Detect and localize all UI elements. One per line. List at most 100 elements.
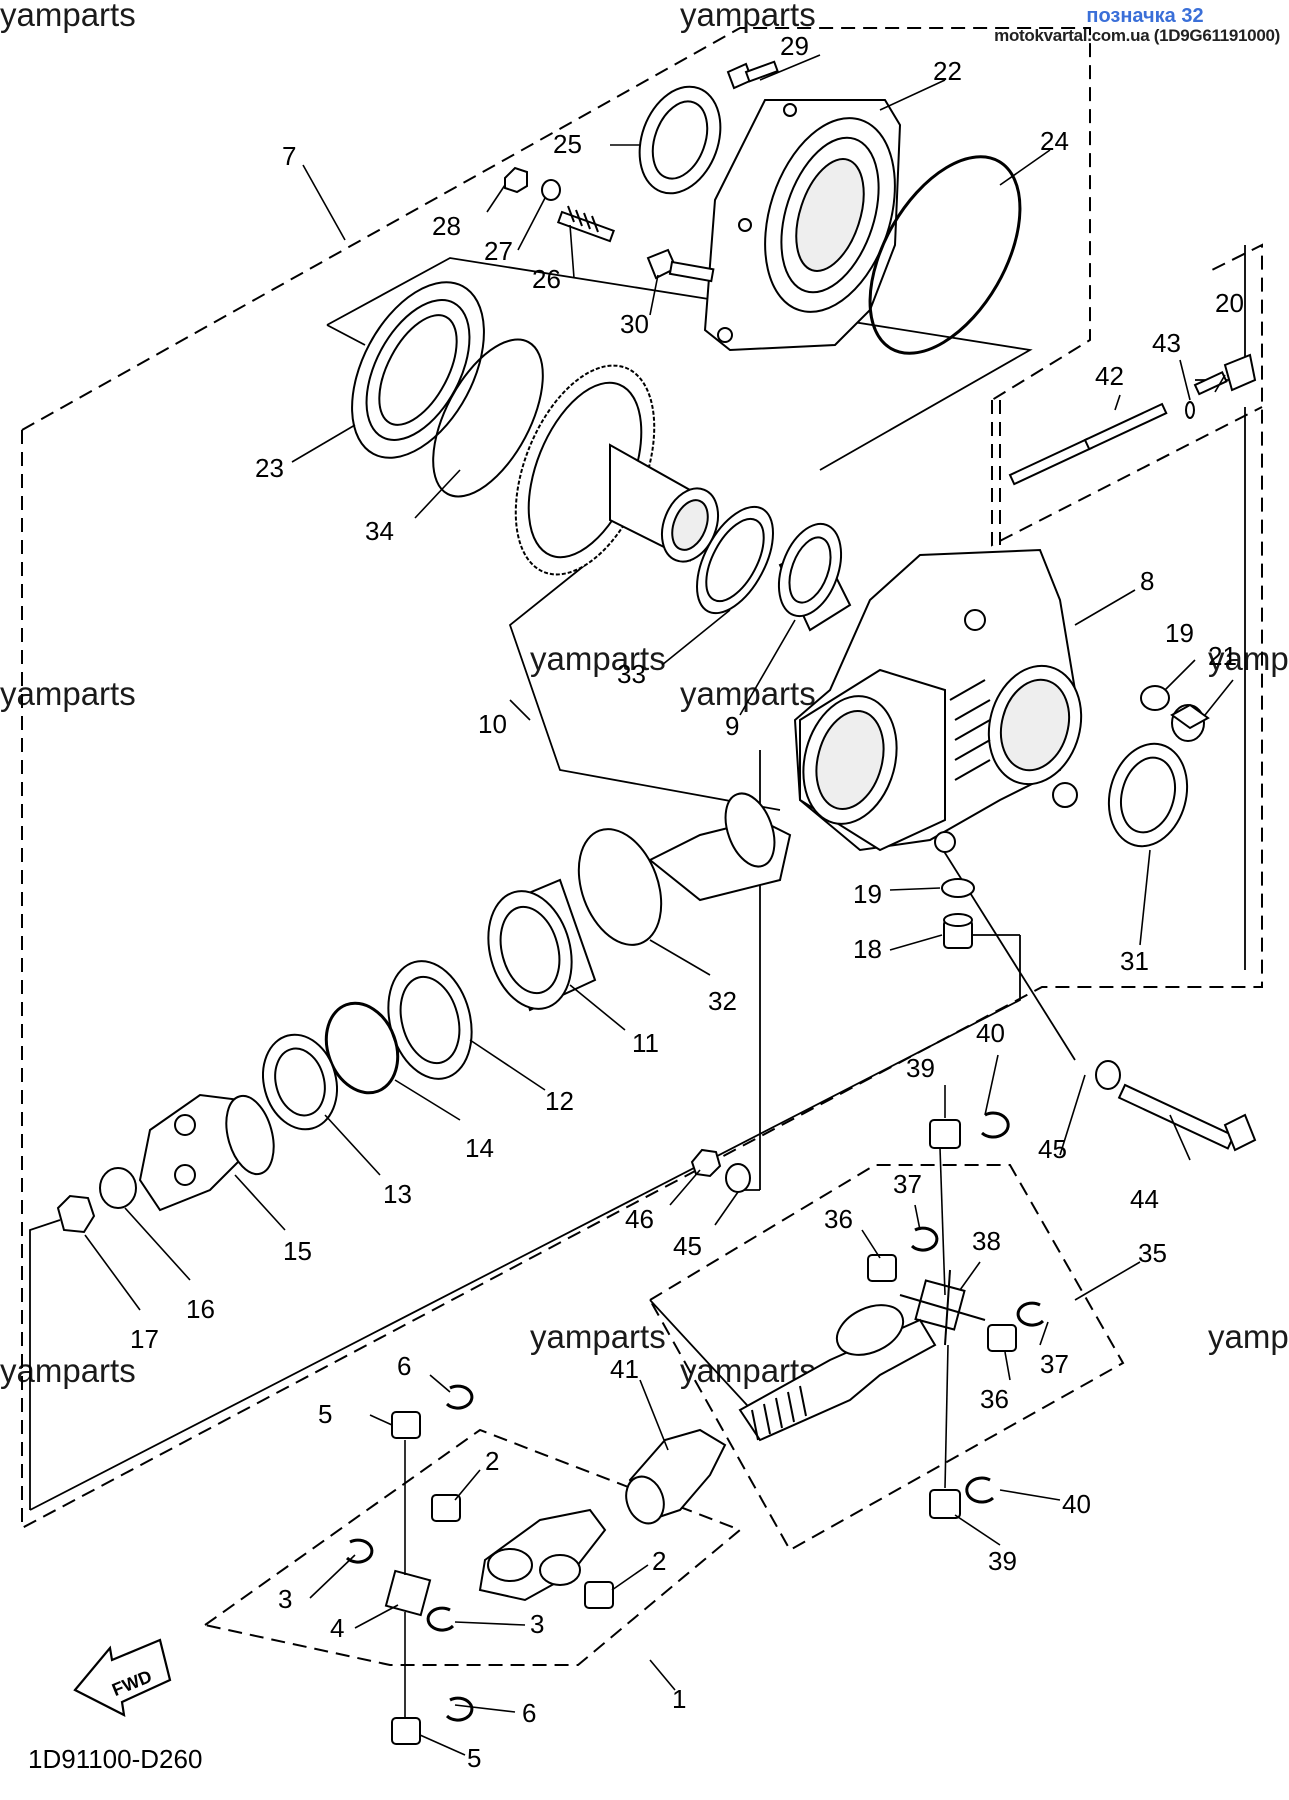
breather-20: [1193, 353, 1257, 396]
nut-46: [690, 1148, 722, 1178]
washer-19: [941, 878, 975, 898]
callout-8: 8: [1140, 566, 1154, 596]
washer-19: [1140, 685, 1170, 711]
bracket-bolt: [939, 844, 1076, 1061]
circlip-37: [910, 1226, 939, 1252]
callout-37: 37: [893, 1169, 922, 1199]
callout-33: 33: [617, 659, 646, 689]
callout-36: 36: [980, 1384, 1009, 1414]
drive-shaft-35: [738, 1304, 937, 1442]
yoke-15: [138, 1093, 275, 1212]
callout-labels: 7 29 22 24 25 28 27 26 30 23 34 33 10 9 …: [130, 31, 1244, 1773]
callout-38: 38: [972, 1226, 1001, 1256]
circlip-6: [445, 1696, 474, 1722]
bracket-lower: [29, 935, 1021, 1511]
gear-case-8: [793, 548, 1083, 853]
oil-seal-13: [262, 1033, 338, 1131]
callout-3: 3: [530, 1609, 544, 1639]
bolt-29: [726, 60, 779, 90]
callout-29: 29: [780, 31, 809, 61]
watermark: yamparts: [1208, 1318, 1289, 1355]
watermark: yamparts: [530, 640, 666, 677]
pins-42: [1008, 402, 1168, 486]
callout-28: 28: [432, 211, 461, 241]
callout-16: 16: [186, 1294, 215, 1324]
callout-1: 1: [672, 1684, 686, 1714]
callout-32: 32: [708, 986, 737, 1016]
bearing-23: [351, 281, 485, 459]
callout-31: 31: [1120, 946, 1149, 976]
callout-37: 37: [1040, 1349, 1069, 1379]
nut-28: [504, 166, 528, 194]
source-caption: motokvartal.com.ua (1D9G61191000): [994, 26, 1280, 45]
watermark: yamparts: [530, 1318, 666, 1355]
watermarks: yamparts yamparts yamparts yamparts yamp…: [0, 0, 1289, 1389]
callout-23: 23: [255, 453, 284, 483]
clip-43: [1185, 401, 1195, 419]
callout-6: 6: [397, 1351, 411, 1381]
callout-7: 7: [282, 141, 296, 171]
oil-seal-31: [1107, 742, 1189, 848]
washer-16: [99, 1167, 137, 1209]
boot-41: [625, 1428, 727, 1525]
diagram-code: 1D91100-D260: [28, 1744, 203, 1774]
bearing-cup-2: [584, 1581, 614, 1609]
callout-45: 45: [1038, 1134, 1067, 1164]
assembly-boundaries: [21, 27, 1263, 1666]
circlip-3: [345, 1538, 374, 1564]
callout-6: 6: [522, 1698, 536, 1728]
stud-26: [556, 205, 615, 243]
callout-20: 20: [1215, 288, 1244, 318]
callout-5: 5: [467, 1743, 481, 1773]
callout-11: 11: [632, 1028, 659, 1058]
callout-25: 25: [553, 129, 582, 159]
bolt-30: [646, 248, 715, 283]
bearing-cup-36: [867, 1254, 897, 1282]
callout-3: 3: [278, 1584, 292, 1614]
circlip-3: [426, 1606, 455, 1632]
spider-4: [384, 1569, 432, 1617]
boundary-case-assembly: [21, 27, 1091, 431]
circlip-37: [1016, 1301, 1045, 1327]
needle-bearing-9: [777, 522, 852, 632]
callout-36: 36: [824, 1204, 853, 1234]
spider-38: [899, 1269, 986, 1346]
circlip-6: [445, 1384, 474, 1410]
shim-32: [577, 828, 663, 946]
callout-30: 30: [620, 309, 649, 339]
callout-39: 39: [988, 1546, 1017, 1576]
callout-35: 35: [1138, 1238, 1167, 1268]
washer-45: [725, 1163, 751, 1193]
callout-13: 13: [383, 1179, 412, 1209]
callout-46: 46: [625, 1204, 654, 1234]
oil-seal-25: [638, 85, 722, 195]
washer-45: [1095, 1060, 1121, 1090]
nut-17: [56, 1194, 96, 1234]
ring-nut-12: [387, 960, 473, 1080]
boundary-joint-35: [648, 1164, 1125, 1552]
callout-9: 9: [725, 711, 739, 741]
fwd-arrow: FWD: [73, 1638, 172, 1717]
bearing-cup-2: [431, 1494, 461, 1522]
callout-10: 10: [478, 709, 507, 739]
thrust-washer-33: [696, 505, 774, 615]
callout-43: 43: [1152, 328, 1181, 358]
circlip-40: [980, 1111, 1010, 1139]
callout-18: 18: [853, 934, 882, 964]
callout-24: 24: [1040, 126, 1069, 156]
callout-42: 42: [1095, 361, 1124, 391]
bearing-11: [487, 878, 597, 1012]
bearing-cover-22: [703, 99, 902, 352]
leader-lines: [84, 54, 1234, 1756]
callout-14: 14: [465, 1133, 494, 1163]
drive-pinion: [648, 792, 792, 902]
callout-22: 22: [933, 56, 962, 86]
reference-label[interactable]: позначка 32: [1086, 5, 1204, 27]
watermark: yamparts: [0, 1352, 136, 1389]
callout-5: 5: [318, 1399, 332, 1429]
watermark: yamparts: [0, 675, 136, 712]
plug-18: [943, 913, 973, 949]
universal-joint-1: [345, 1384, 614, 1745]
callout-19: 19: [1165, 618, 1194, 648]
